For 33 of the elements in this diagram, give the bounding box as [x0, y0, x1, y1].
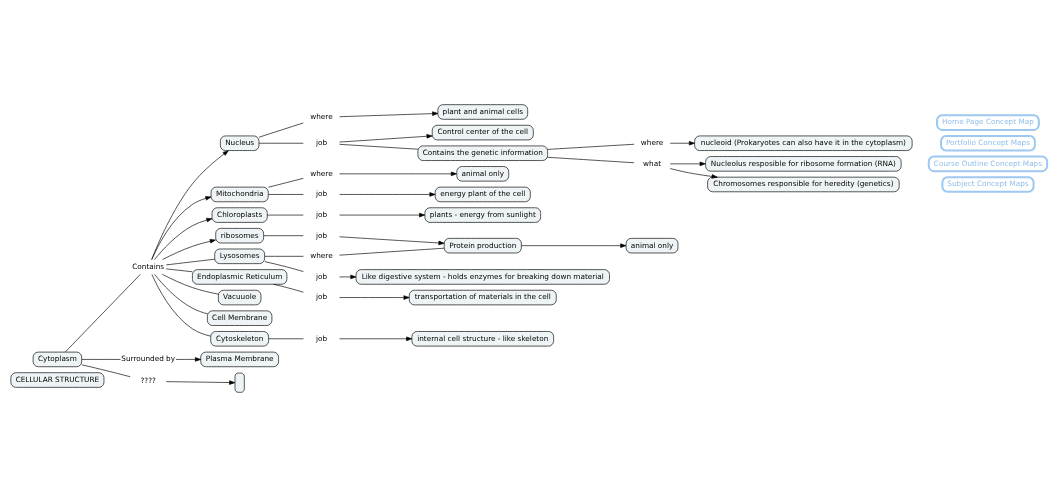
connector — [65, 274, 141, 353]
connector — [258, 122, 304, 138]
connector — [154, 274, 208, 315]
arrow — [339, 236, 445, 246]
arrow — [521, 243, 627, 248]
arrow — [339, 111, 439, 118]
connector — [81, 364, 131, 378]
connector — [339, 247, 445, 256]
arrow — [165, 380, 236, 385]
arrow — [154, 217, 213, 260]
arrow — [669, 161, 706, 167]
arrow — [339, 134, 433, 143]
arrow — [339, 274, 357, 280]
connector — [161, 273, 219, 295]
arrow — [175, 357, 201, 362]
connector — [339, 144, 419, 150]
connector — [165, 258, 215, 266]
node-box — [234, 372, 245, 393]
connector — [264, 261, 304, 272]
arrow — [162, 239, 216, 260]
arrow — [151, 150, 229, 260]
connector — [547, 156, 635, 164]
arrow — [669, 168, 718, 179]
arrow — [339, 212, 426, 218]
connector — [273, 283, 304, 293]
arrow — [339, 171, 457, 177]
arrow — [669, 141, 695, 146]
arrow — [339, 295, 410, 300]
arrow — [339, 336, 413, 341]
connector — [151, 274, 211, 337]
arrow — [339, 192, 436, 197]
arrow — [151, 196, 212, 260]
connector — [547, 143, 635, 150]
